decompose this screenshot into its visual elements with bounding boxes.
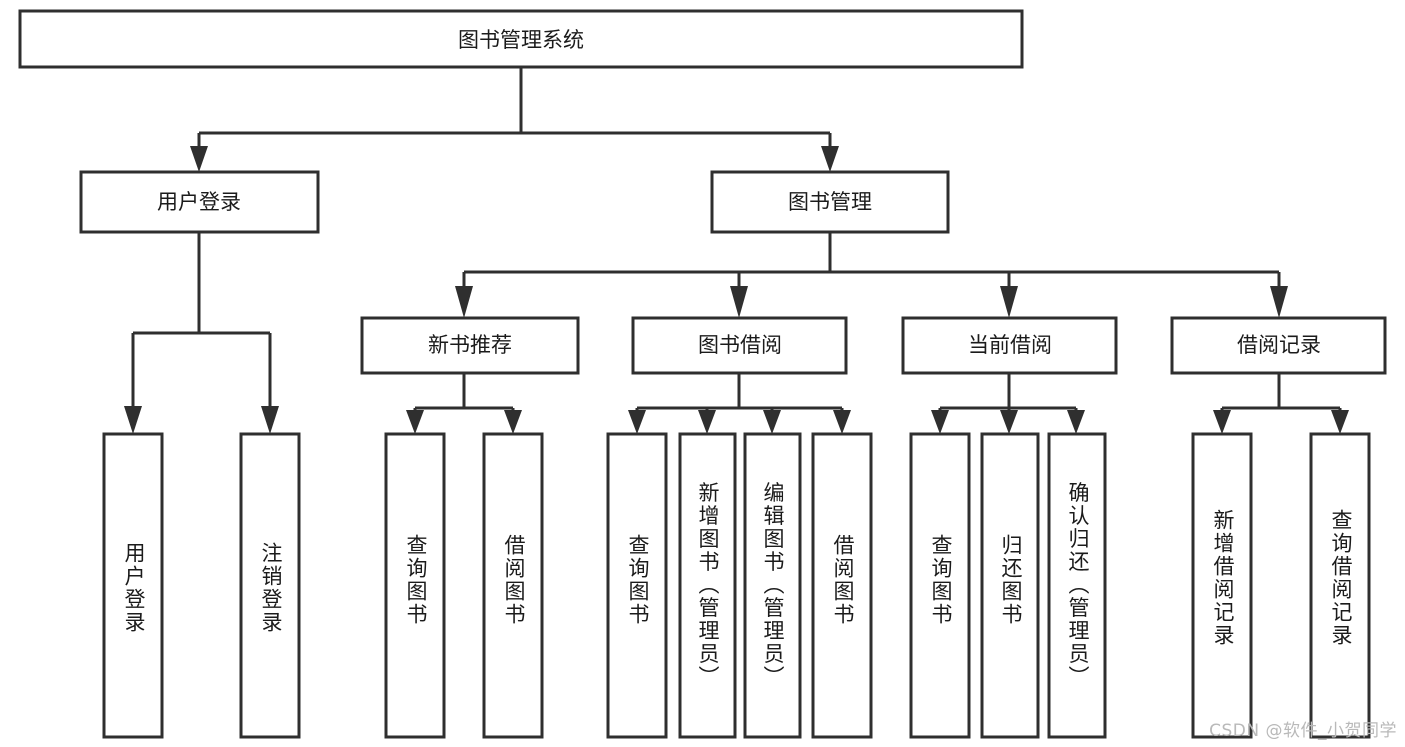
arrow-head-book-borrow <box>730 286 748 318</box>
node-book-management-box[interactable] <box>710 170 950 234</box>
node-new-book-recommend-label: 新书推荐 <box>428 333 512 357</box>
node-borrow-record-box[interactable] <box>1170 316 1387 375</box>
arrow-head-bb-leaf-3 <box>763 410 781 434</box>
leaf-user-login[interactable]: 用户登录 <box>102 432 164 739</box>
leaf-br-query-record[interactable]: 查询借阅记录 <box>1309 432 1371 739</box>
arrow-head-cb-leaf-2 <box>1000 410 1018 434</box>
leaf-cb-query-book-box[interactable] <box>909 432 971 739</box>
leaf-cb-query-book[interactable]: 查询图书 <box>909 432 971 739</box>
leaf-br-add-record[interactable]: 新增借阅记录 <box>1191 432 1253 739</box>
arrow-head-leaf-user-login <box>124 406 142 434</box>
leaf-bb-edit-book-admin-box[interactable] <box>743 432 802 739</box>
leaf-cb-confirm-return-admin[interactable]: 确认归还（管理员） <box>1047 432 1107 739</box>
arrow-head-bb-leaf-4 <box>833 410 851 434</box>
node-book-borrow-label: 图书借阅 <box>698 333 782 357</box>
arrow-head-nb-leaf-1 <box>406 410 424 434</box>
leaf-nb-query-book-label: 查询图书 <box>404 534 428 626</box>
arrow-head-nb-leaf-2 <box>504 410 522 434</box>
leaf-logout-box[interactable] <box>239 432 301 739</box>
arrow-head-user-login <box>190 146 208 172</box>
leaf-br-query-record-box[interactable] <box>1309 432 1371 739</box>
node-current-borrow[interactable]: 当前借阅 <box>901 316 1118 375</box>
node-current-borrow-box[interactable] <box>901 316 1118 375</box>
leaf-bb-borrow-book-box[interactable] <box>811 432 873 739</box>
leaf-logout-label: 注销登录 <box>259 542 283 634</box>
leaf-cb-return-book[interactable]: 归还图书 <box>980 432 1040 739</box>
node-root[interactable]: 图书管理系统 <box>18 9 1024 69</box>
node-book-borrow-box[interactable] <box>631 316 848 375</box>
leaf-bb-query-book[interactable]: 查询图书 <box>606 432 668 739</box>
node-root-label: 图书管理系统 <box>458 28 584 52</box>
node-current-borrow-label: 当前借阅 <box>968 333 1052 357</box>
leaf-cb-confirm-return-admin-box[interactable] <box>1047 432 1107 739</box>
leaf-nb-borrow-book-box[interactable] <box>482 432 544 739</box>
node-borrow-record-label: 借阅记录 <box>1237 333 1321 357</box>
node-book-management-label: 图书管理 <box>788 190 872 214</box>
leaf-logout[interactable]: 注销登录 <box>239 432 301 739</box>
connector-layer <box>124 67 1349 434</box>
leaf-cb-query-book-label: 查询图书 <box>929 534 953 626</box>
arrow-head-book-mgmt <box>821 146 839 172</box>
leaf-cb-confirm-return-admin-label: 确认归还（管理员） <box>1066 482 1090 689</box>
leaf-br-add-record-box[interactable] <box>1191 432 1253 739</box>
leaf-bb-query-book-box[interactable] <box>606 432 668 739</box>
arrow-head-bb-leaf-1 <box>628 410 646 434</box>
leaf-cb-return-book-box[interactable] <box>980 432 1040 739</box>
leaf-bb-borrow-book[interactable]: 借阅图书 <box>811 432 873 739</box>
leaf-br-add-record-label: 新增借阅记录 <box>1211 509 1235 647</box>
arrow-head-br-leaf-2 <box>1331 410 1349 434</box>
leaf-nb-borrow-book-label: 借阅图书 <box>502 534 526 626</box>
leaf-nb-borrow-book[interactable]: 借阅图书 <box>482 432 544 739</box>
node-root-box[interactable] <box>18 9 1024 69</box>
node-new-book-recommend-box[interactable] <box>360 316 580 375</box>
leaf-user-login-box[interactable] <box>102 432 164 739</box>
leaf-bb-borrow-book-label: 借阅图书 <box>831 534 855 626</box>
node-borrow-record[interactable]: 借阅记录 <box>1170 316 1387 375</box>
leaf-bb-add-book-admin-box[interactable] <box>678 432 737 739</box>
node-user-login-label: 用户登录 <box>157 190 241 214</box>
arrow-head-bb-leaf-2 <box>698 410 716 434</box>
leaf-cb-return-book-label: 归还图书 <box>999 534 1023 626</box>
arrow-head-current-borrow <box>1000 286 1018 318</box>
leaf-bb-add-book-admin-label: 新增图书（管理员） <box>696 482 720 689</box>
leaf-bb-edit-book-admin[interactable]: 编辑图书（管理员） <box>743 432 802 739</box>
arrow-head-br-leaf-1 <box>1213 410 1231 434</box>
leaf-bb-edit-book-admin-label: 编辑图书（管理员） <box>761 482 785 689</box>
leaf-bb-add-book-admin[interactable]: 新增图书（管理员） <box>678 432 737 739</box>
arrow-head-cb-leaf-1 <box>931 410 949 434</box>
leaf-user-login-label: 用户登录 <box>122 542 146 634</box>
leaf-bb-query-book-label: 查询图书 <box>626 534 650 626</box>
leaf-br-query-record-label: 查询借阅记录 <box>1329 509 1353 647</box>
arrow-head-borrow-record <box>1270 286 1288 318</box>
arrow-head-leaf-logout <box>261 406 279 434</box>
node-user-login[interactable]: 用户登录 <box>79 170 320 234</box>
leaf-nb-query-book-box[interactable] <box>384 432 446 739</box>
node-book-borrow[interactable]: 图书借阅 <box>631 316 848 375</box>
arrow-head-cb-leaf-3 <box>1067 410 1085 434</box>
node-user-login-box[interactable] <box>79 170 320 234</box>
arrow-head-new-book-rec <box>455 286 473 318</box>
leaf-nb-query-book[interactable]: 查询图书 <box>384 432 446 739</box>
node-new-book-recommend[interactable]: 新书推荐 <box>360 316 580 375</box>
node-book-management[interactable]: 图书管理 <box>710 170 950 234</box>
